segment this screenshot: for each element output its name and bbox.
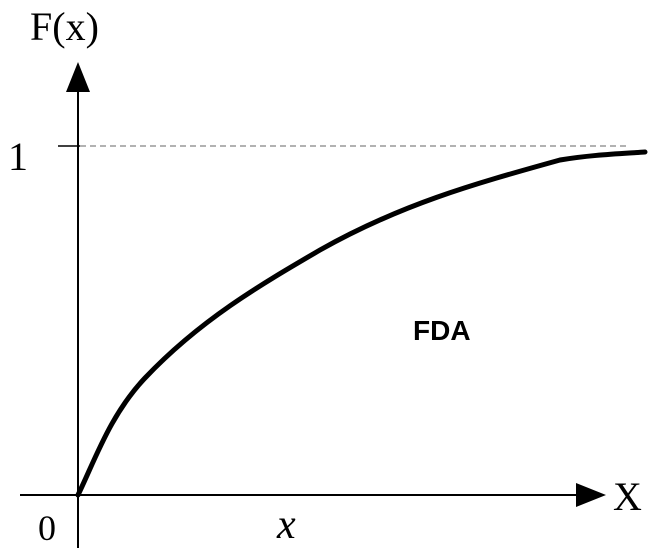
x-variable-label: x [276,502,296,548]
y-axis-arrow [66,62,90,92]
origin-label: 0 [38,508,56,548]
y-tick-one-label: 1 [8,134,28,179]
x-axis-label: X [613,474,642,519]
curve-label: FDA [413,315,471,346]
y-axis-label: F(x) [30,4,99,49]
x-axis-arrow [576,483,606,507]
cdf-curve [75,149,648,498]
